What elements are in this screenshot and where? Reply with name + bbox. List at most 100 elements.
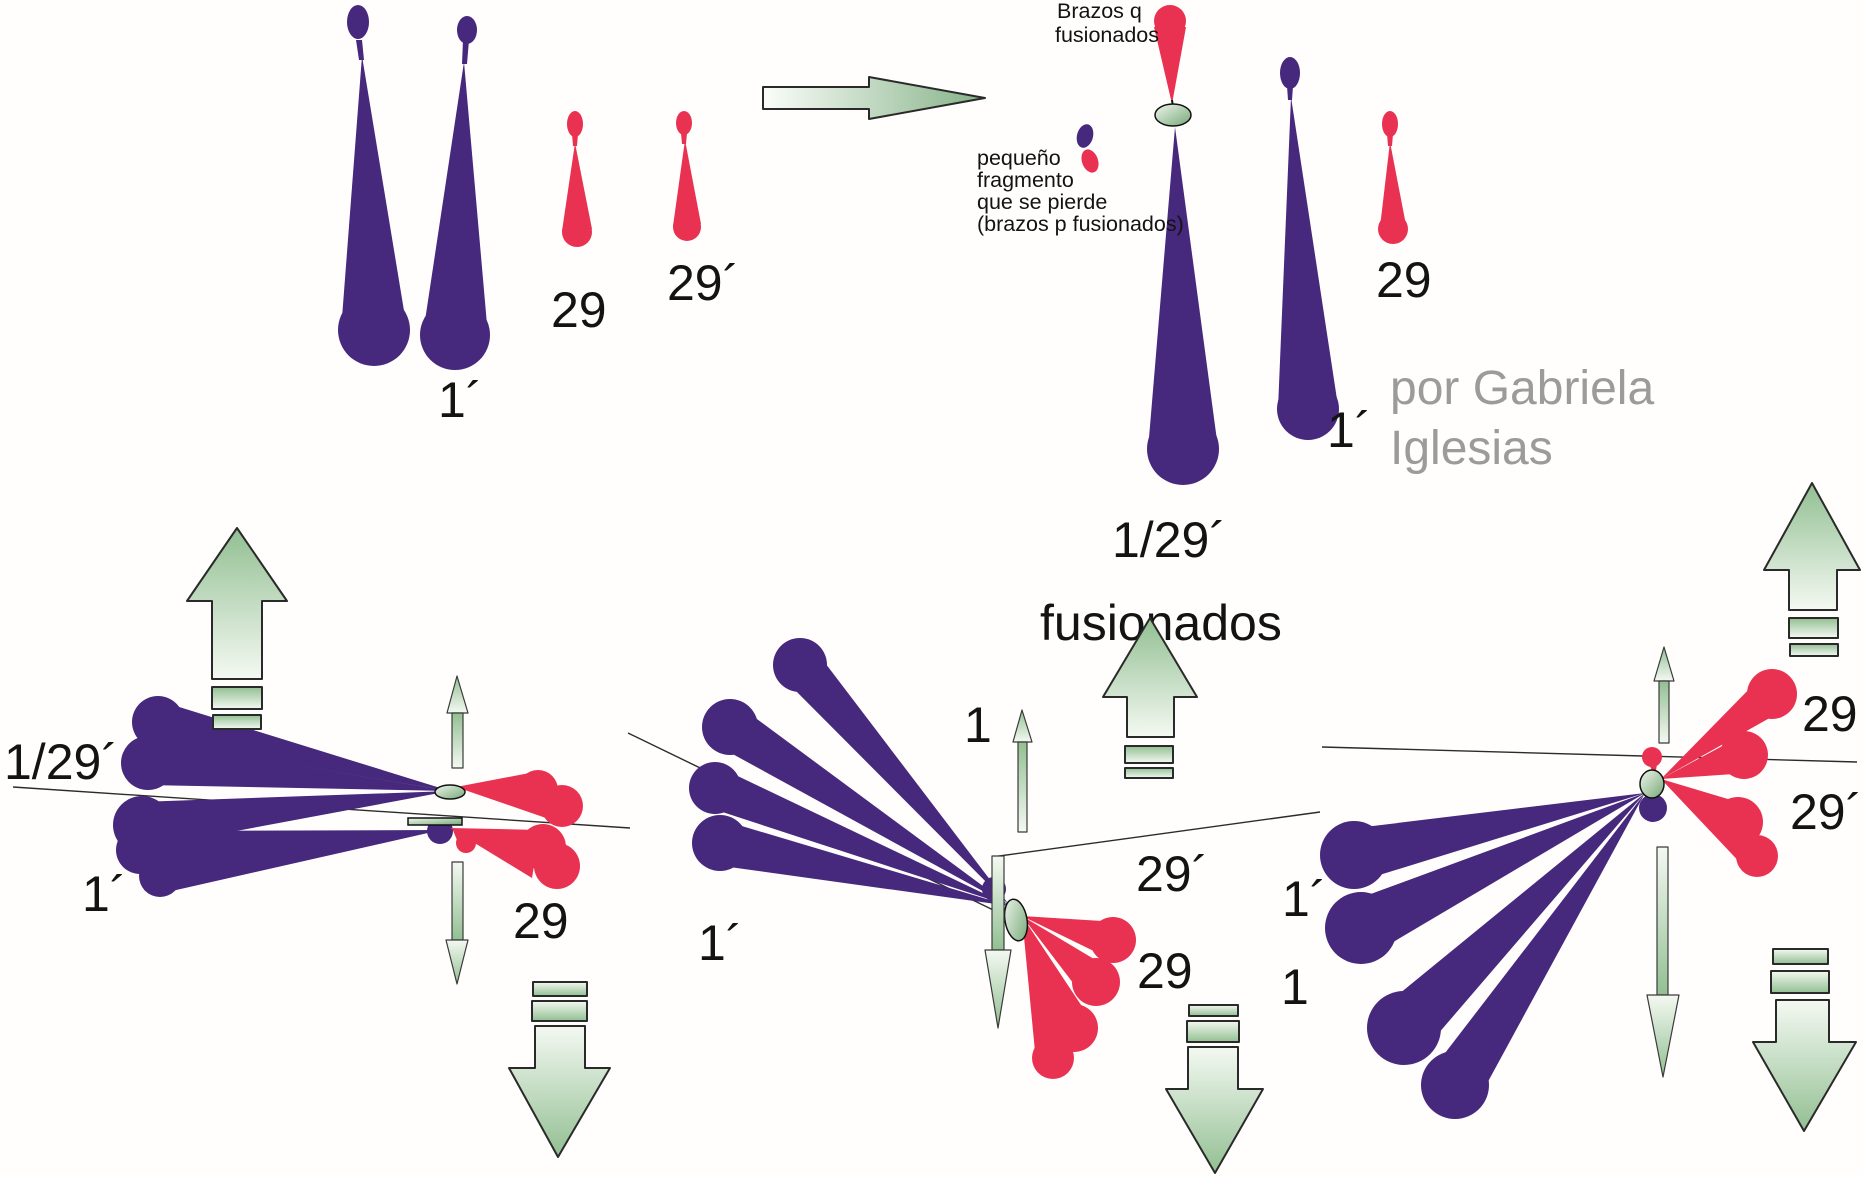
annotation-fragment-line2: fragmento — [977, 168, 1074, 192]
arrow-dash — [212, 714, 262, 730]
credit-line1: por Gabriela — [1390, 362, 1654, 415]
arrow-dash — [532, 981, 588, 997]
satellite-knob — [1382, 111, 1398, 137]
arm-bulb — [1367, 991, 1441, 1065]
arm-flank — [1380, 142, 1406, 227]
fused-red-q-arm — [1154, 5, 1186, 104]
arm-flank — [1383, 793, 1645, 1049]
satellite-knob — [347, 5, 369, 39]
knob-neck — [572, 134, 578, 146]
label-1-prime: 1´ — [82, 866, 126, 922]
arm-bulb — [1642, 747, 1662, 767]
big-up-arrow-icon — [186, 527, 288, 730]
arm-flank — [1432, 793, 1645, 1100]
arm-flank — [673, 140, 701, 226]
stage1-chromosome-pair-29 — [562, 111, 701, 247]
arrow-head — [446, 675, 469, 714]
arm-bulb — [1421, 1051, 1489, 1119]
arm-flank — [715, 821, 1010, 906]
annotation-fragment-line4: (brazos p fusionados) — [977, 212, 1184, 236]
arm-bulb — [773, 638, 827, 692]
spindle-line — [1321, 746, 1858, 763]
arm-bulb — [1147, 413, 1219, 485]
label-1-prime: 1´ — [1282, 871, 1326, 927]
anaphase-middle-figure: 1 1´ 29´ 29 — [627, 617, 1321, 1174]
fused-centromere — [1154, 103, 1192, 127]
label-1: 1 — [964, 697, 992, 753]
label-29-prime: 29´ — [1136, 846, 1208, 902]
arrow-head — [1653, 646, 1675, 682]
arm-bulb — [1720, 731, 1768, 779]
arm-bulb — [534, 843, 580, 889]
arm-bulb — [673, 213, 701, 241]
arm-bulb — [1154, 5, 1186, 37]
satellite-knob — [676, 111, 692, 135]
arm-flank — [784, 651, 1010, 906]
anaphase-left-figure: 1/29´ 1´ 29 — [4, 527, 631, 1158]
arrow-shaft — [1017, 741, 1028, 833]
stage2-chromosome-1-prime — [1277, 57, 1339, 440]
arrow-head — [984, 949, 1012, 1029]
anaphase-right-figure: 29 29´ 1´ 1 — [1281, 482, 1862, 1132]
arrow-shaft — [1658, 680, 1670, 744]
transition-right-arrow-icon — [762, 76, 986, 120]
stage2-chromosome-29 — [1378, 111, 1408, 244]
arm-bulb — [692, 815, 748, 871]
arm-bulb — [702, 699, 758, 755]
label-fused-1-29: 1/29´ — [1112, 512, 1226, 568]
label-29-prime: 29´ — [1790, 784, 1862, 840]
arrow-dash — [1188, 1004, 1239, 1017]
thin-down-arrow-icon — [1646, 846, 1680, 1078]
fragment-purple — [1076, 124, 1094, 148]
arrow-body — [1752, 999, 1857, 1132]
centromere — [1639, 769, 1665, 799]
annotation-fragment-line1: pequeño — [977, 146, 1061, 170]
arm-bulb — [1736, 835, 1778, 877]
arm-flank — [157, 830, 441, 893]
annotation-fragment-line3: que se pierde — [977, 190, 1107, 214]
arm-bulb — [132, 696, 184, 748]
centromere-knob — [1639, 794, 1667, 822]
stage2-fused-chromosome — [1147, 5, 1219, 485]
arm-bulb — [1277, 378, 1339, 440]
purple-1-arms — [1320, 793, 1667, 1119]
arrow-dash — [211, 686, 263, 710]
label-1: 1 — [1281, 959, 1309, 1015]
arrow-body — [1763, 482, 1861, 611]
fused-purple-arm — [1147, 127, 1219, 485]
arm-bulb — [420, 300, 490, 370]
arm-bulb — [1747, 669, 1797, 719]
arrow-dash — [1124, 745, 1174, 764]
arm-bulb — [689, 762, 741, 814]
big-down-arrow-icon — [1165, 1004, 1264, 1174]
purple-1-arms — [689, 638, 1010, 906]
arm-flank — [1348, 793, 1645, 881]
centromere — [1003, 898, 1029, 942]
stage1-chromosome-pair-1 — [338, 5, 490, 370]
arm-flank — [718, 708, 1010, 906]
arrow-body — [186, 527, 288, 680]
spindle-line — [991, 811, 1321, 858]
arrow-shaft — [991, 855, 1005, 951]
annotation-brazos-q-line2: fusionados — [1055, 23, 1159, 47]
small-up-arrow-icon — [446, 675, 469, 769]
label-29: 29 — [551, 282, 607, 338]
small-up-arrow-icon — [1012, 709, 1033, 833]
arm-flank — [146, 741, 450, 791]
red-29-arms — [1022, 916, 1136, 1079]
arm-flank — [341, 56, 407, 331]
arm-bulb — [1090, 917, 1136, 963]
arrow-shaft — [451, 712, 464, 769]
arm-flank — [1278, 97, 1338, 409]
small-up-arrow-icon — [1653, 646, 1675, 744]
label-29: 29 — [513, 893, 569, 949]
label-29: 29 — [1137, 943, 1193, 999]
knob-neck — [356, 40, 364, 60]
arm-bulb — [338, 294, 410, 366]
red-29-arms — [1642, 669, 1797, 877]
red-29-arms — [450, 770, 583, 889]
arrow-head — [1012, 709, 1033, 743]
big-up-arrow-icon — [1102, 617, 1198, 779]
fragment-red — [1081, 149, 1099, 173]
